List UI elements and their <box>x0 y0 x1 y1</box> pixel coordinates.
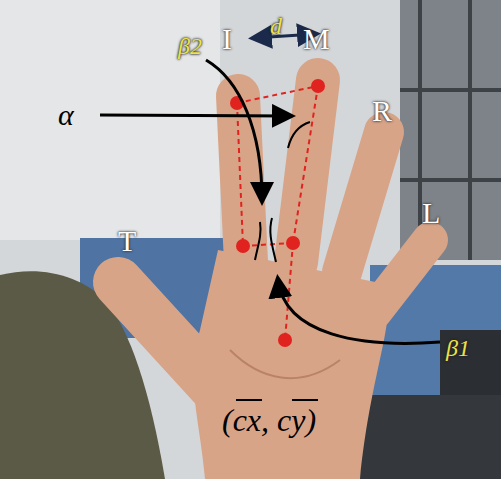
finger-letter: R <box>372 96 392 126</box>
finger-letter: M <box>303 24 330 54</box>
distance-label: d <box>270 14 282 38</box>
angle-label: β1 <box>446 336 470 360</box>
center-label: (cx, cy) <box>222 404 316 436</box>
angle-label: α <box>58 100 74 130</box>
finger-letter: L <box>422 198 440 228</box>
finger-letter: T <box>118 226 136 256</box>
angle-label: β2 <box>178 34 202 58</box>
finger-letter: I <box>222 24 232 54</box>
